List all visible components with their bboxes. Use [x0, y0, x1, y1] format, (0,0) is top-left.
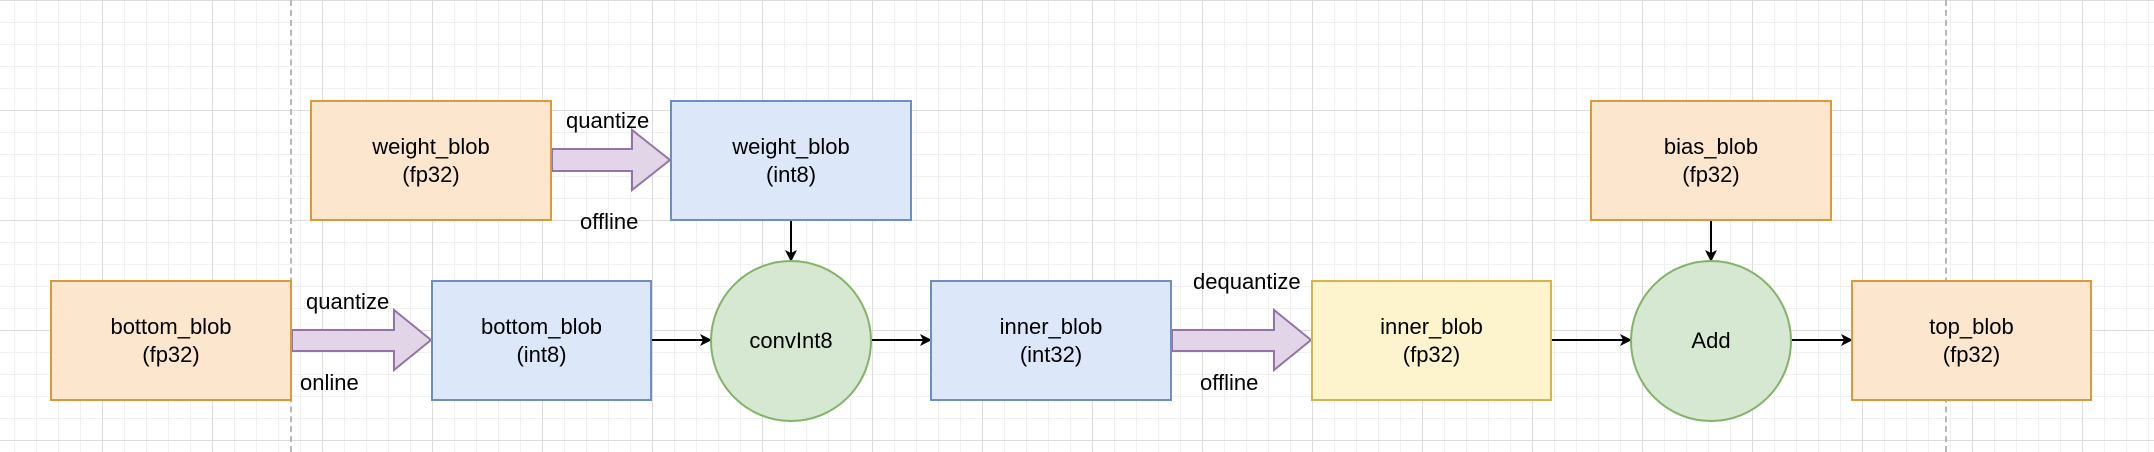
node-name: inner_blob: [1380, 313, 1483, 339]
bottom-quantize-label: quantize: [306, 289, 390, 314]
node-type: (fp32): [1402, 341, 1461, 367]
add-op-node[interactable]: Add: [1630, 260, 1792, 422]
node-name: bottom_blob: [480, 313, 603, 339]
node-type: (fp32): [142, 341, 200, 367]
node-type: (fp32): [1682, 161, 1740, 187]
guide-line-left: [290, 0, 292, 452]
node-name: bias_blob: [1663, 133, 1759, 159]
node-name: inner_blob: [999, 313, 1103, 339]
weight-offline-label: offline: [580, 209, 639, 234]
op-name: convInt8: [749, 328, 833, 353]
node-type: (fp32): [402, 161, 460, 187]
bias-blob-fp32-node[interactable]: bias_blob (fp32): [1590, 100, 1832, 221]
dequantize-arrow: [1171, 307, 1313, 373]
bottom-blob-fp32-node[interactable]: bottom_blob (fp32): [50, 280, 292, 401]
inner-blob-int32-node[interactable]: inner_blob (int32): [930, 280, 1172, 401]
weight-blob-int8-node[interactable]: weight_blob (int8): [670, 100, 912, 221]
conv-int8-op-node[interactable]: convInt8: [710, 260, 872, 422]
bottom-quantize-arrow: [291, 307, 433, 373]
guide-line-right: [1945, 0, 1947, 452]
node-type: (int8): [765, 161, 817, 187]
weight-quantize-label: quantize: [566, 108, 650, 133]
node-type: (fp32): [1942, 341, 2001, 367]
node-name: weight_blob: [372, 133, 490, 159]
inner-blob-fp32-node[interactable]: inner_blob (fp32): [1311, 280, 1552, 401]
node-name: bottom_blob: [110, 313, 232, 339]
top-blob-fp32-node[interactable]: top_blob (fp32): [1851, 280, 2092, 401]
weight-blob-fp32-node[interactable]: weight_blob (fp32): [310, 100, 552, 221]
node-type: (int32): [1019, 341, 1083, 367]
weight-quantize-arrow: [551, 127, 672, 193]
op-name: Add: [1691, 328, 1731, 353]
node-name: weight_blob: [732, 133, 850, 159]
node-name: top_blob: [1929, 313, 2014, 339]
bottom-online-label: online: [300, 370, 359, 395]
bottom-blob-int8-node[interactable]: bottom_blob (int8): [431, 280, 652, 401]
dequantize-label: dequantize: [1193, 269, 1301, 294]
dequantize-offline-label: offline: [1200, 370, 1259, 395]
node-type: (int8): [516, 341, 567, 367]
